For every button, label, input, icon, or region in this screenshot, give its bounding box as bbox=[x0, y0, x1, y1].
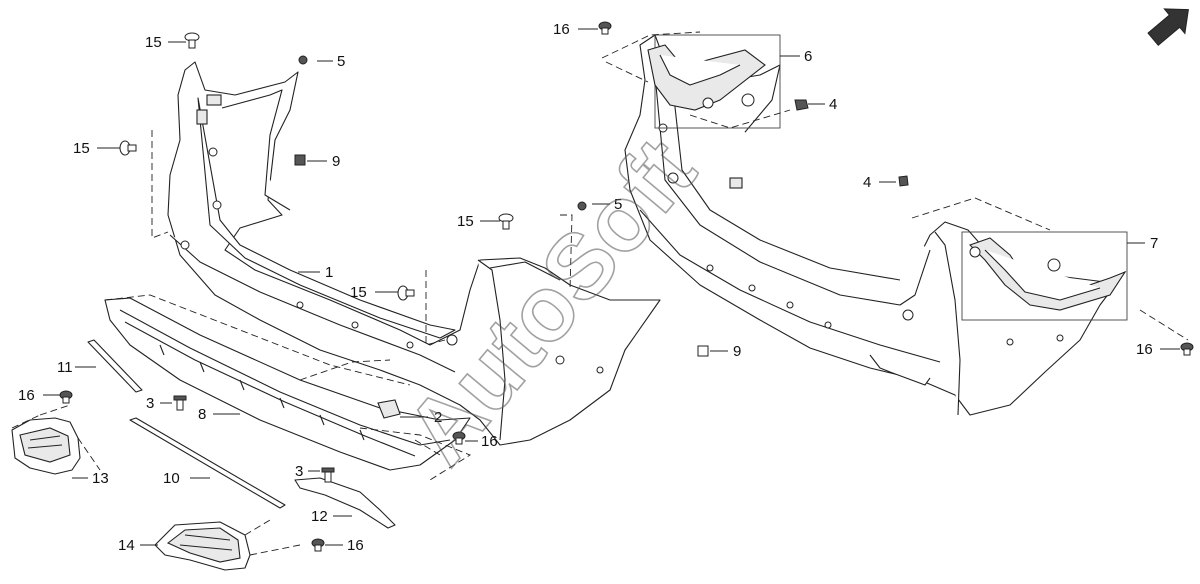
strip-10 bbox=[129, 417, 286, 509]
reflector-13 bbox=[11, 404, 101, 475]
bracket-6 bbox=[601, 31, 791, 129]
nut-5-top bbox=[298, 55, 308, 65]
callout-16-top: 16 bbox=[553, 21, 570, 38]
callout-13: 13 bbox=[92, 470, 109, 487]
callout-5-middle: 5 bbox=[614, 196, 622, 213]
callout-8: 8 bbox=[198, 406, 206, 423]
callout-15-top: 15 bbox=[145, 34, 162, 51]
callout-9-right: 9 bbox=[733, 343, 741, 360]
clip-15-middle-top bbox=[498, 213, 514, 230]
callout-4-top: 4 bbox=[829, 96, 837, 113]
bumper-cover-left-view bbox=[151, 61, 661, 446]
callout-14: 14 bbox=[118, 537, 135, 554]
screw-16-left bbox=[59, 390, 73, 404]
callout-9-left: 9 bbox=[332, 153, 340, 170]
trim-strips bbox=[87, 339, 396, 529]
callout-5-top: 5 bbox=[337, 53, 345, 70]
bracket-7 bbox=[911, 197, 1189, 341]
callout-15-middle-top: 15 bbox=[457, 213, 474, 230]
callout-3-left: 3 bbox=[146, 395, 154, 412]
leader-lines bbox=[43, 28, 1180, 546]
callout-10: 10 bbox=[163, 470, 180, 487]
clip-9-left bbox=[294, 154, 306, 166]
nut-5-middle bbox=[577, 201, 587, 211]
clip-15-left bbox=[119, 140, 137, 156]
bolt-3-left bbox=[173, 395, 187, 411]
callout-1: 1 bbox=[325, 264, 333, 281]
strip-11 bbox=[87, 339, 143, 393]
screw-16-right bbox=[1180, 342, 1194, 356]
screw-16-center bbox=[452, 431, 466, 445]
fasteners bbox=[59, 21, 1194, 552]
callout-16-right: 16 bbox=[1136, 341, 1153, 358]
callout-15-left: 15 bbox=[73, 140, 90, 157]
callout-3-bottom: 3 bbox=[295, 463, 303, 480]
clip-15-top bbox=[184, 32, 200, 49]
callout-15-middle: 15 bbox=[350, 284, 367, 301]
bolt-3-bottom bbox=[321, 467, 335, 483]
nut-4-right bbox=[898, 175, 909, 187]
arrow-up-right-icon bbox=[1147, 8, 1189, 46]
callout-16-center: 16 bbox=[481, 433, 498, 450]
screw-16-top bbox=[598, 21, 612, 35]
nut-4-top bbox=[794, 99, 809, 111]
callout-6: 6 bbox=[804, 48, 812, 65]
callout-16-left: 16 bbox=[18, 387, 35, 404]
screw-16-bottom bbox=[311, 538, 325, 552]
callout-labels: 15 15 5 9 1 15 15 5 16 6 4 4 7 16 9 16 1… bbox=[18, 21, 1158, 554]
strip-12 bbox=[294, 477, 396, 529]
tow-hook-cover-2 bbox=[359, 399, 471, 481]
callout-16-bottom: 16 bbox=[347, 537, 364, 554]
callout-4-right: 4 bbox=[863, 174, 871, 191]
clip-9-right bbox=[697, 345, 709, 357]
callout-11: 11 bbox=[57, 359, 73, 376]
callout-7: 7 bbox=[1150, 235, 1158, 252]
lower-strip-8 bbox=[104, 294, 471, 471]
callout-12: 12 bbox=[311, 508, 328, 525]
callout-2: 2 bbox=[434, 409, 442, 426]
reflector-14 bbox=[154, 519, 301, 571]
clip-15-middle bbox=[397, 285, 415, 301]
